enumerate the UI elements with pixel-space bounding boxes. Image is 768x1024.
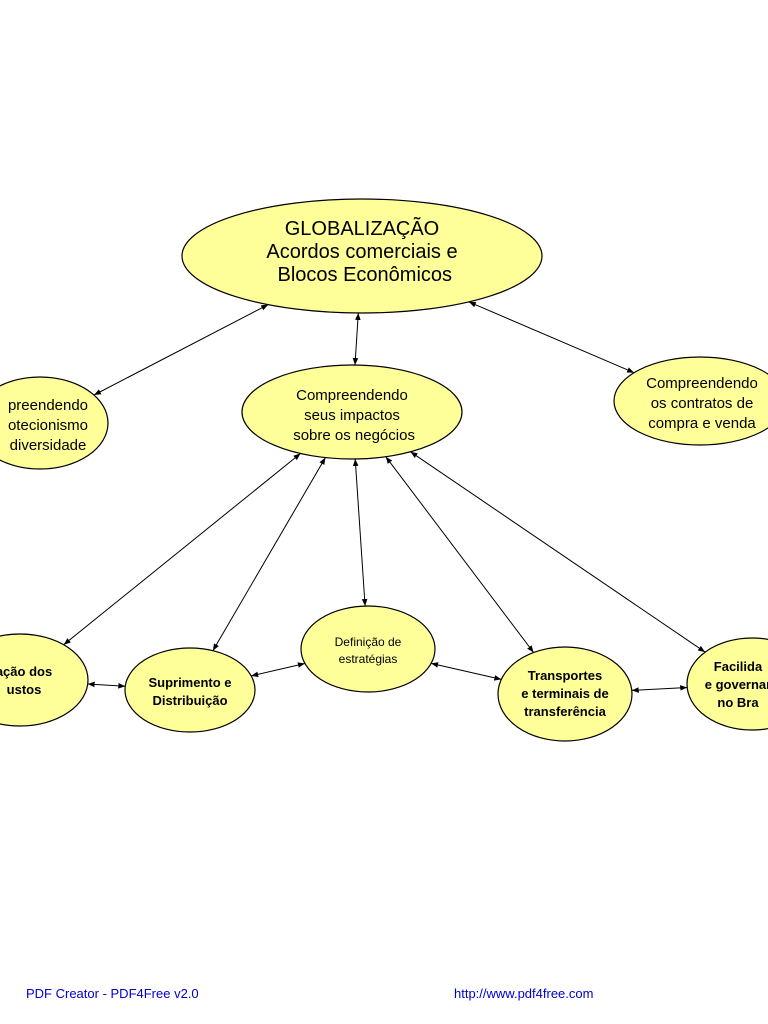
node-label-estrategias: Definição de estratégias <box>335 635 402 666</box>
edge-impactos-estrategias <box>352 458 368 607</box>
node-contratos: Compreendendo os contratos de compra e ven… <box>613 356 768 446</box>
pdf-creator-label: PDF Creator - PDF4Free v2.0 <box>26 986 199 1001</box>
node-label-contratos: Compreendendo os contratos de compra e ven… <box>646 375 758 432</box>
node-label-line: Compreendendo <box>296 387 408 404</box>
node-transportes: Transportes e terminais de transferência <box>497 646 633 742</box>
node-label-line: Suprimento e <box>148 675 231 690</box>
node-label-line: seus impactos <box>304 407 400 424</box>
node-label-line: no Bra <box>717 695 759 710</box>
node-ellipse-transportes <box>497 646 633 742</box>
edge-estrategias-transportes <box>430 662 502 681</box>
node-label-protecionismo: preendendo otecionismo diversidade <box>8 397 88 454</box>
node-label-line: GLOBALIZAÇÃO <box>285 216 440 240</box>
edge-impactos-custos <box>63 453 301 646</box>
node-label-line: compra e venda <box>648 415 756 432</box>
node-facilidades: Facilida e governar no Bra <box>686 637 768 731</box>
node-ellipse-impactos <box>241 364 463 460</box>
edge-suprimento-estrategias <box>251 662 306 678</box>
node-label-suprimento: Suprimento e Distribuição <box>148 675 231 708</box>
node-label-transportes: Transportes e terminais de transferência <box>521 668 608 719</box>
node-protecionismo: preendendo otecionismo diversidade <box>0 376 109 470</box>
node-label-line: sobre os negócios <box>289 427 415 444</box>
node-ellipse-custos <box>0 633 89 727</box>
node-ellipse-suprimento <box>124 647 256 733</box>
node-label-line: Distribuição <box>152 693 227 708</box>
node-label-line: Definição de <box>335 635 402 649</box>
node-label-facilidades: Facilida e governar no Bra <box>705 659 768 710</box>
node-label-line: Acordos comerciais e <box>266 241 457 263</box>
node-label-line: e governar <box>705 677 768 692</box>
node-label-line: ustos <box>7 682 42 697</box>
edge-globalizacao-impactos <box>352 312 361 366</box>
node-label-line: Transportes <box>528 668 602 683</box>
node-custos: ação dos ustos <box>0 633 89 727</box>
node-label-line: Facilida <box>714 659 763 674</box>
node-label-line: os contratos de <box>651 395 754 412</box>
edge-globalizacao-protecionismo <box>93 304 269 396</box>
edge-impactos-facilidades <box>410 451 706 653</box>
node-ellipse-estrategias <box>300 605 436 693</box>
node-label-line: estratégias <box>339 652 398 666</box>
node-ellipse-protecionismo <box>0 376 109 470</box>
edge-custos-suprimento <box>87 681 126 689</box>
edge-impactos-suprimento <box>212 457 326 651</box>
node-label-line: otecionismo <box>8 417 88 434</box>
node-estrategias: Definição de estratégias <box>300 605 436 693</box>
edge-layer <box>63 301 706 693</box>
node-label-line: transferência <box>524 704 606 719</box>
node-ellipse-globalizacao <box>181 198 543 314</box>
node-ellipse-contratos <box>613 356 768 446</box>
node-label-impactos: Compreendendo seus impactos sobre os negó… <box>289 387 415 444</box>
edge-transportes-facilidades <box>631 685 688 693</box>
node-label-line: Blocos Econômicos <box>272 264 452 286</box>
node-label-line: e terminais de <box>521 686 608 701</box>
node-label-line: diversidade <box>10 437 87 454</box>
node-label-line: preendendo <box>8 397 88 414</box>
pdf4free-url-link[interactable]: http://www.pdf4free.com <box>454 986 594 1001</box>
node-suprimento: Suprimento e Distribuição <box>124 647 256 733</box>
node-ellipse-facilidades <box>686 637 768 731</box>
node-label-custos: ação dos ustos <box>0 664 52 697</box>
node-impactos: Compreendendo seus impactos sobre os negó… <box>241 364 463 460</box>
node-label-line: Compreendendo <box>646 375 758 392</box>
edge-globalizacao-contratos <box>468 301 635 374</box>
node-label-line: ação dos <box>0 664 52 679</box>
